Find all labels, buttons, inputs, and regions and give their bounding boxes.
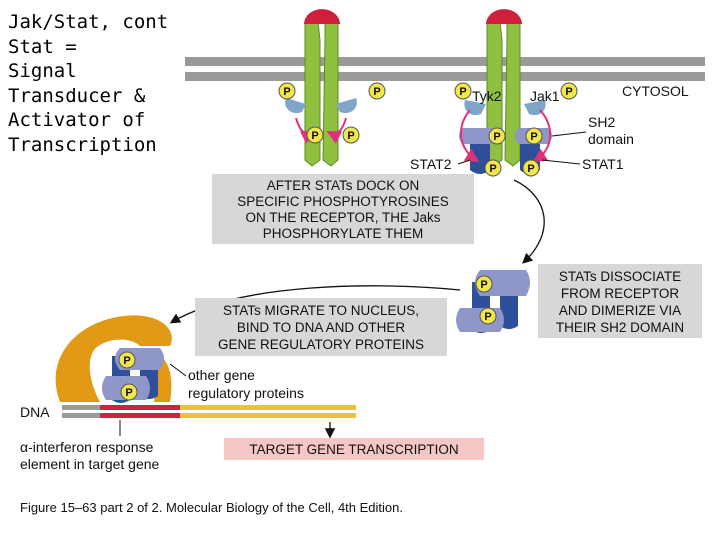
other-proteins-label-line1: other gene [188,367,255,383]
phosphate-icon: P [522,159,540,177]
svg-text:P: P [565,86,572,98]
svg-text:P: P [125,387,132,399]
svg-text:P: P [527,163,534,175]
svg-text:ON THE RECEPTOR, THE Jaks: ON THE RECEPTOR, THE Jaks [245,210,440,225]
stat1-pointer [541,159,581,165]
svg-text:P: P [283,86,290,98]
stat2-label: STAT2 [410,156,452,172]
tyk2-label: Tyk2 [472,88,502,104]
cytosol-label: CYTOSOL [622,83,689,99]
ligand [486,9,522,24]
phosphate-icon: P [118,351,136,369]
svg-text:BIND TO DNA AND OTHER: BIND TO DNA AND OTHER [237,320,406,335]
cell-membrane [185,57,705,81]
phosphate-icon: P [560,82,578,100]
phosphate-markers: P P P P P P P P P P [278,82,578,177]
slide-title-line: Signal [8,60,77,82]
stat2-pointer [457,159,471,165]
target-transcription-box: TARGET GENE TRANSCRIPTION [224,438,484,460]
slide-title-line: Stat = [8,35,77,58]
jak1-label: Jak1 [530,88,560,104]
svg-text:P: P [459,86,466,98]
jak-left [285,98,306,114]
svg-text:P: P [373,86,380,98]
phosphate-icon: P [342,126,360,144]
svg-text:AND DIMERIZE VIA: AND DIMERIZE VIA [559,303,681,318]
svg-text:P: P [123,355,130,367]
sh2-label-line1: SH2 [588,114,615,130]
svg-text:STATs MIGRATE TO NUCLEUS,: STATs MIGRATE TO NUCLEUS, [223,303,419,318]
svg-text:SPECIFIC PHOSPHOTYROSINES: SPECIFIC PHOSPHOTYROSINES [237,194,449,209]
svg-text:GENE REGULATORY PROTEINS: GENE REGULATORY PROTEINS [218,337,424,352]
dissociate-step-box: STATs DISSOCIATE FROM RECEPTOR AND DIMER… [538,264,702,338]
phosphate-icon: P [278,82,296,100]
svg-text:PHOSPHORYLATE THEM: PHOSPHORYLATE THEM [263,226,424,241]
svg-text:TARGET GENE TRANSCRIPTION: TARGET GENE TRANSCRIPTION [249,442,458,457]
svg-text:THEIR SH2 DOMAIN: THEIR SH2 DOMAIN [556,320,684,335]
phosphate-icon: P [488,127,506,145]
svg-text:STATs DISSOCIATE: STATs DISSOCIATE [559,269,681,284]
ligand [304,9,340,24]
phosphate-icon: P [484,159,502,177]
svg-text:P: P [347,130,354,142]
slide-title-line: Transcription [8,133,157,156]
stat1-label: STAT1 [582,156,624,172]
figure-caption: Figure 15–63 part 2 of 2. Molecular Biol… [20,500,403,515]
svg-text:FROM RECEPTOR: FROM RECEPTOR [561,286,680,301]
response-element-label-line2: element in target gene [20,456,160,472]
response-element-label-line1: α-interferon response [20,439,154,455]
svg-text:P: P [489,163,496,175]
svg-text:P: P [480,279,487,291]
dissociation-arrow [513,179,545,264]
svg-text:P: P [311,130,318,142]
phosphate-icon: P [475,275,493,293]
response-element [100,405,180,410]
sh2-label-line2: domain [588,131,634,147]
gene-regulatory-complex: P P [55,315,172,403]
slide-title: Jak/Stat, cont Stat = Signal Transducer … [8,10,198,157]
phosphate-icon: P [525,127,543,145]
target-gene [180,405,356,410]
slide-title-line: Jak/Stat, cont [8,11,169,33]
svg-text:P: P [484,311,491,323]
phosphate-icon: P [454,82,472,100]
receptor-left [285,9,357,167]
jak-right [336,98,357,114]
other-proteins-label-line2: regulatory proteins [188,385,304,401]
svg-text:P: P [493,131,500,143]
svg-text:AFTER STATs DOCK ON: AFTER STATs DOCK ON [267,178,420,193]
stat-dimer: P P [456,270,530,333]
slide-title-line: Activator of [8,109,146,131]
svg-text:P: P [530,131,537,143]
other-proteins-pointer [169,363,187,377]
dock-step-box: AFTER STATs DOCK ON SPECIFIC PHOSPHOTYRO… [212,174,474,244]
phosphate-icon: P [479,307,497,325]
dna-strand [62,405,356,418]
migrate-step-box: STATs MIGRATE TO NUCLEUS, BIND TO DNA AN… [195,298,447,356]
dna-label: DNA [20,404,50,420]
phosphate-icon: P [120,383,138,401]
phosphate-icon: P [368,82,386,100]
phosphate-icon: P [306,126,324,144]
slide-title-line: Transducer & [8,84,146,107]
sh2-pointer [551,131,587,137]
